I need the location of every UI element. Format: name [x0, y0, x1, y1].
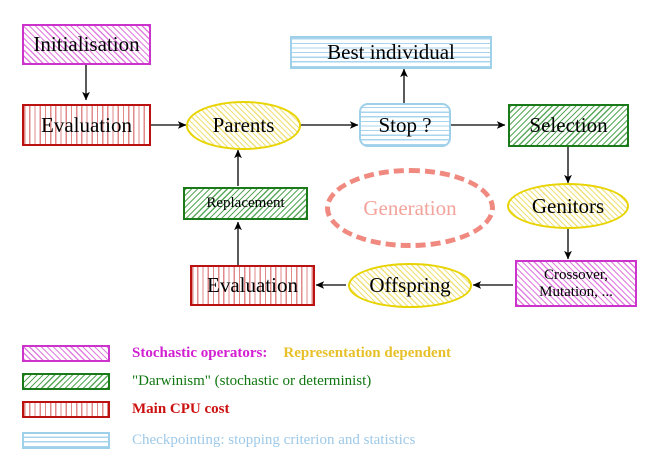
legend-swatch-magenta-diagonal-hatch [22, 344, 110, 362]
node-initialisation-label: Initialisation [33, 32, 140, 57]
node-best-individual[interactable]: Best individual [290, 36, 492, 69]
node-crossover-mutation[interactable]: Crossover, Mutation, ... [515, 260, 637, 307]
legend-row-darwinism: "Darwinism" (stochastic or determinist) [22, 370, 371, 392]
legend-label-representation-dependent: Representation dependent [283, 344, 452, 361]
node-evaluation-top-label: Evaluation [41, 112, 132, 137]
legend-swatch-blue-horizontal-stripes [22, 431, 110, 449]
node-offspring-label: Offspring [369, 273, 451, 298]
node-stop[interactable]: Stop ? [359, 103, 451, 147]
node-genitors[interactable]: Genitors [507, 183, 629, 229]
node-replacement[interactable]: Replacement [183, 187, 308, 220]
legend-row-cpu-cost: Main CPU cost [22, 398, 230, 420]
node-generation: Generation [325, 168, 495, 248]
node-generation-label: Generation [363, 195, 457, 220]
node-parents-label: Parents [212, 113, 275, 138]
node-crossover-label-line1: Crossover, [544, 266, 608, 283]
node-evaluation-bottom-label: Evaluation [207, 273, 298, 298]
node-evaluation-bottom[interactable]: Evaluation [190, 265, 315, 306]
node-genitors-label: Genitors [531, 193, 605, 218]
legend-label-main-cpu-cost: Main CPU cost [132, 400, 230, 417]
node-stop-label: Stop ? [378, 112, 432, 137]
node-parents[interactable]: Parents [186, 101, 301, 150]
node-crossover-label-line2: Mutation, ... [539, 283, 613, 300]
node-selection-label: Selection [529, 113, 608, 138]
legend-row-checkpointing: Checkpointing: stopping criterion and st… [22, 429, 415, 451]
node-replacement-label: Replacement [206, 194, 285, 211]
legend-label-stochastic-operators: Stochastic operators: [132, 344, 268, 361]
node-evaluation-top[interactable]: Evaluation [22, 104, 151, 146]
node-best-individual-label: Best individual [327, 40, 455, 65]
legend-row-stochastic: Stochastic operators: Representation dep… [22, 342, 451, 364]
legend-swatch-green-diagonal-hatch [22, 372, 110, 390]
node-initialisation[interactable]: Initialisation [22, 24, 151, 65]
legend-swatch-red-vertical-stripes [22, 400, 110, 418]
legend-label-checkpointing: Checkpointing: stopping criterion and st… [132, 431, 416, 448]
legend-label-darwinism: "Darwinism" (stochastic or determinist) [132, 372, 372, 389]
node-offspring[interactable]: Offspring [348, 263, 472, 308]
node-selection[interactable]: Selection [508, 104, 629, 147]
